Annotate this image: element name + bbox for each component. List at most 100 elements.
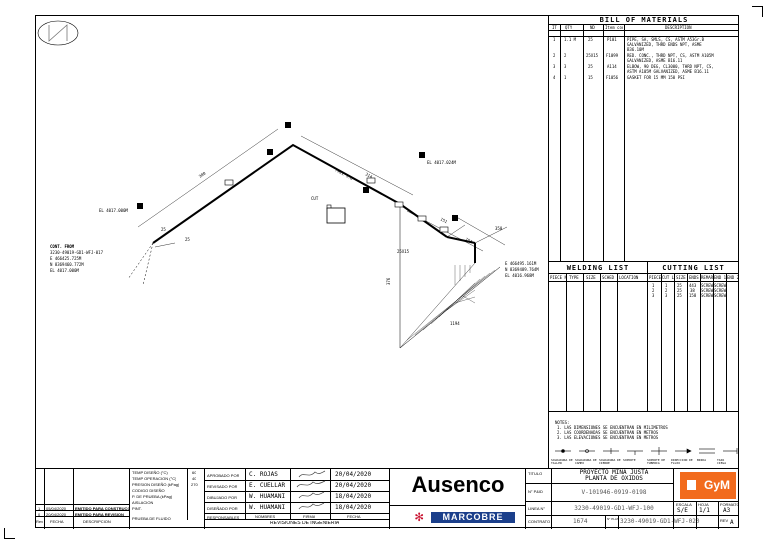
welding-list: WELDING LIST PIECE No TYPE SIZE SCHED LO…	[548, 262, 648, 412]
approval-date: 18/04/2020	[335, 493, 372, 500]
revision-desc: EMITIDO PARA CONSTRUCCION	[75, 506, 129, 511]
legend-label: SOPORTE	[623, 459, 636, 462]
elevation-label: EL 4017.024M	[427, 160, 456, 165]
size-label: 25X15	[397, 249, 410, 254]
bom-row-desc: GALVANIZED, THRD ENDS NPT, ASME	[627, 42, 702, 47]
bom-row-desc: PIPE, SA, SMLS, CS, ASTM A53Gr.B	[627, 37, 705, 42]
cutting-cell: 25	[677, 283, 682, 288]
linea-number: 3230-49019-GD1-WFJ-100	[574, 505, 654, 512]
bom-row-desc: GALVANIZED, ASME B16.11	[627, 58, 683, 63]
notes-label: NOTES:	[555, 420, 570, 425]
legend-label: SOPORTE DE TUBERIA	[647, 459, 666, 465]
approval-name: W. HUAMANI	[249, 504, 286, 511]
pid-number: V-101946-0919-0198	[581, 489, 647, 496]
revision-date: 20/04/2020	[46, 512, 67, 517]
bom-title: BILL OF MATERIALS	[599, 16, 689, 24]
cutting-header: REMARKS	[701, 275, 713, 280]
param-label: PINT.	[132, 506, 142, 511]
param-label: CODIGO DISEÑO	[132, 488, 165, 493]
welding-list-title: WELDING LIST	[566, 264, 630, 272]
cutting-cell: 1	[652, 283, 655, 288]
elevation-label: EL 4017.000M	[50, 268, 79, 273]
cutting-header: ENDS	[689, 275, 699, 280]
cutting-cell: SCREWED	[701, 283, 713, 288]
bom-header-nd: ND	[590, 25, 595, 30]
note-line: 3. LAS ELEVACIONES SE ENCUENTRAN EN METR…	[557, 435, 659, 440]
cont-from-label: CONT. FROM	[50, 244, 75, 249]
bom-row-desc: ELBOW, 90 DEG, CL3000, THRD NPT, CS,	[627, 64, 714, 69]
marcobre-wordmark: MARCOBRE	[431, 512, 515, 523]
bom-row-desc: RED. CONC., THRD NPT, CS, ASTM A105M	[627, 53, 714, 58]
revisions-title: REVISIONES DE INGENIERIA	[270, 521, 340, 526]
bom-row-it: 4	[553, 75, 556, 80]
escala-label: ESCALA	[676, 502, 692, 507]
bom-row-qty: 1.1 M	[564, 37, 577, 42]
approval-footer: FIRMA	[303, 514, 316, 519]
dim-label: 152	[465, 236, 474, 244]
coordinate-label: N 8369460.772M	[50, 262, 84, 267]
bom-row-it: 2	[553, 53, 556, 58]
bom-row-code: F1099	[606, 53, 619, 58]
approval-role: DIBUJADO POR	[207, 495, 238, 500]
linea-label: LINEA N°	[528, 506, 545, 511]
approval-date: 20/04/2020	[335, 482, 372, 489]
revision-rev: 0	[38, 512, 41, 517]
marcobre-logo: ✻ MARCOBRE	[415, 510, 520, 525]
cutting-cell: SCREWED	[701, 288, 713, 293]
signatures	[296, 470, 326, 510]
welding-header: PIECE No	[550, 275, 566, 280]
bom-header-qty: QTY	[565, 25, 573, 30]
crop-mark-bottom-left	[4, 528, 15, 539]
hoja-label: HOJA	[698, 502, 709, 507]
cutting-cell: 443	[689, 283, 697, 288]
escala-value: S/E	[677, 507, 688, 514]
col-fecha-header: FECHA	[50, 519, 64, 524]
param-label: PRESION DISEÑO (kPag)	[132, 482, 180, 487]
cutting-cell: 3	[652, 293, 655, 298]
param-label: AISLACION	[132, 500, 154, 505]
approval-name: W. HUAMANI	[249, 493, 286, 500]
plano-number: 3230-49019-GD1-WFJ-020	[620, 518, 700, 525]
approval-footer: NOMBRES	[255, 514, 276, 519]
param-label: TEMP OPERACION (°C)	[132, 476, 177, 481]
cont-ref-label: 3230-49019-GD1-WFJ-017	[50, 250, 104, 255]
bom-row-qty: 1	[564, 75, 567, 80]
title-block: 1 05/04/2020 EMITIDO PARA CONSTRUCCION 0…	[35, 468, 739, 529]
piece-tags	[137, 122, 458, 233]
approval-name: C. ROJAS	[249, 471, 278, 478]
approval-date: 18/04/2020	[335, 504, 372, 511]
welding-header: SIZE	[586, 275, 596, 280]
bom-row-desc: GASKET FOR 15 MM 150 PSI	[627, 75, 685, 80]
param-label: TEMP DISEÑO (°C)	[132, 470, 168, 475]
note-line: 2. LAS COORDENADAS SE ENCUENTRAN EN METR…	[557, 430, 659, 435]
bom-row-nd: 25X15	[586, 53, 599, 58]
bom-row-nd: 25	[588, 37, 593, 42]
bom-row-nd: 25	[588, 64, 593, 69]
dim-label: 376	[386, 277, 391, 285]
cutting-cell: 2	[665, 288, 668, 293]
cut-label: CUT	[311, 196, 319, 201]
param-value: 270	[191, 482, 198, 487]
bom-row-nd: 15	[588, 75, 593, 80]
approval-role: DISEÑADO POR	[207, 506, 238, 511]
cutting-header: SIZE	[676, 275, 686, 280]
symbol-legend	[555, 447, 738, 455]
legend-label: SOLDADURA DE TALLER	[551, 459, 573, 465]
hatch-area	[406, 265, 496, 341]
cutting-list: CUTTING LIST PIECE No CUT LENGTH SIZE EN…	[648, 262, 739, 412]
cutting-list-title: CUTTING LIST	[662, 264, 725, 272]
drawing-sheet	[35, 15, 739, 528]
cutting-cell: 2	[652, 288, 655, 293]
coordinate-label: N 8369489.764M	[505, 267, 539, 272]
col-desc-header: DESCRIPCION	[83, 519, 111, 524]
dim-label: 300	[198, 170, 207, 179]
approval-name: E. CUELLAR	[249, 482, 286, 489]
cutting-cell: SCREWED	[701, 293, 713, 298]
param-value: 40	[192, 476, 197, 481]
cutting-header: END 1	[714, 275, 726, 280]
plano-label: N° PLANO	[607, 517, 618, 521]
dim-label: 350	[495, 226, 503, 231]
bom-row-desc: ASTM A105M GALVANIZED, ASME B16.11	[627, 69, 709, 74]
bom-row-desc: B36.10M	[627, 47, 644, 52]
cutting-cell: SCREWED	[714, 283, 726, 288]
